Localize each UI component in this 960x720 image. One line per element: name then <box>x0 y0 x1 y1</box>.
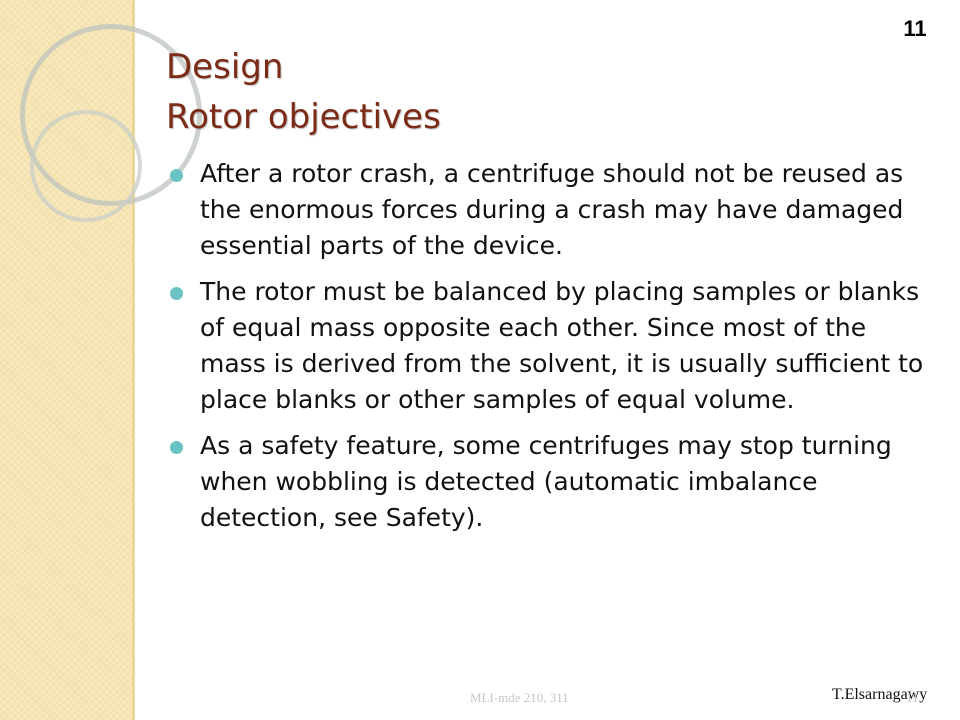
bullet-item: The rotor must be balanced by placing sa… <box>168 274 928 418</box>
bullet-text: The rotor must be balanced by placing sa… <box>200 277 924 414</box>
footer-author: T.Elsarnagawy <box>832 686 928 703</box>
bullet-text: After a rotor crash, a centrifuge should… <box>200 159 904 260</box>
slide-number: 11 <box>903 16 927 41</box>
bullet-list: After a rotor crash, a centrifuge should… <box>168 156 928 546</box>
footer-course-code: MLI-mde 210, 311 <box>470 690 569 705</box>
slide-title-line1: Design <box>166 47 284 87</box>
decorative-ring-small <box>30 110 142 222</box>
bullet-dot-icon <box>170 287 183 300</box>
slide-title: Design Rotor objectives <box>166 42 441 142</box>
slide-title-line2: Rotor objectives <box>166 97 441 137</box>
footer-page-number: 11 <box>906 690 919 705</box>
bullet-text: As a safety feature, some centrifuges ma… <box>200 431 892 532</box>
bullet-item: After a rotor crash, a centrifuge should… <box>168 156 928 264</box>
bullet-dot-icon <box>170 441 183 454</box>
bullet-dot-icon <box>170 169 183 182</box>
sidebar-edge <box>132 0 135 720</box>
bullet-item: As a safety feature, some centrifuges ma… <box>168 428 928 536</box>
